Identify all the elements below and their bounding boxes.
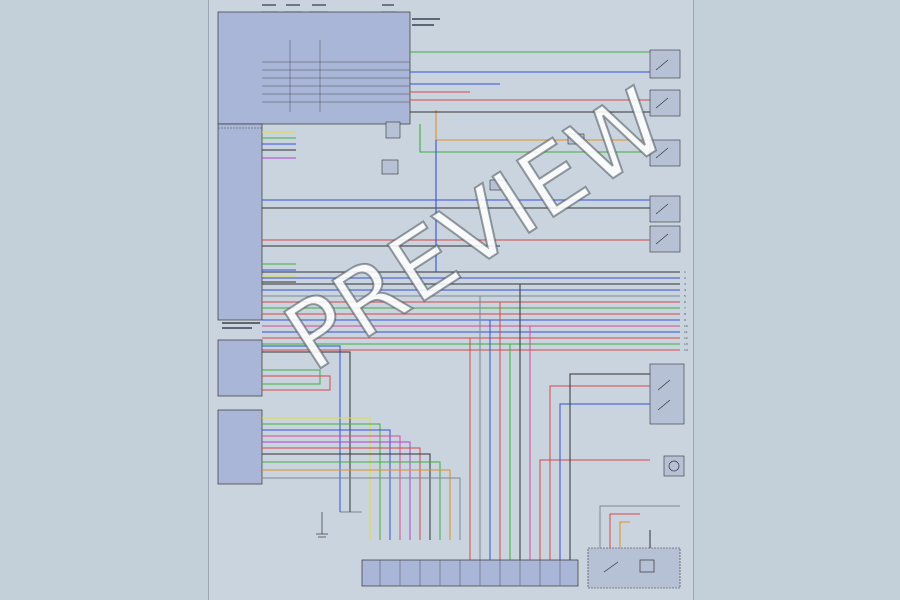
bus-wire-number: 6: [684, 300, 686, 304]
module-label: [222, 18, 440, 329]
vertical-drops: [469, 284, 531, 560]
window-switch-module: [587, 547, 681, 589]
bottom-connector-pins: [379, 560, 561, 586]
main-module: [217, 11, 411, 125]
upper-wires: [410, 51, 650, 153]
left-stub-wires: [262, 131, 296, 283]
lower-left-wires: [262, 345, 461, 540]
bus-wire-number: 8: [684, 312, 686, 316]
lock-switch-symbols: [657, 379, 671, 411]
window-switch-symbols: [603, 559, 655, 573]
bus-wire-number: 4: [684, 288, 686, 292]
switch-symbols: [655, 59, 669, 245]
ground-symbol: [316, 512, 328, 538]
connector-drops: [339, 490, 362, 513]
bus-wire-number: 7: [684, 306, 686, 310]
door-lock-switch: [649, 363, 685, 425]
window-switch-wires: [599, 505, 680, 548]
bus-wire-number: 10: [684, 324, 688, 328]
bus-wire-number: 2: [684, 276, 686, 280]
bus-wire-number: 13: [684, 342, 688, 346]
bus-wire-number: 11: [684, 330, 688, 334]
long-wires: [262, 140, 650, 272]
door-switches: [649, 49, 681, 253]
module-internal-lines: [262, 40, 410, 112]
bus-wire-number: 3: [684, 282, 686, 286]
power-window-module: [217, 409, 263, 485]
bus-wire-number: 9: [684, 318, 686, 322]
fuse-labels: [262, 4, 394, 6]
door-lock-wires: [539, 373, 650, 560]
bus-wire-number: 1: [684, 270, 686, 274]
bus-wire-number: 12: [684, 336, 688, 340]
main-module-lower: [217, 123, 263, 321]
connector-boxes: [381, 121, 585, 191]
lock-motor-module: [217, 339, 263, 397]
bus-wire-number: 14: [684, 348, 688, 352]
key-sensor: [663, 455, 685, 477]
bottom-connector: [361, 559, 579, 587]
bus-wire-number: 5: [684, 294, 686, 298]
